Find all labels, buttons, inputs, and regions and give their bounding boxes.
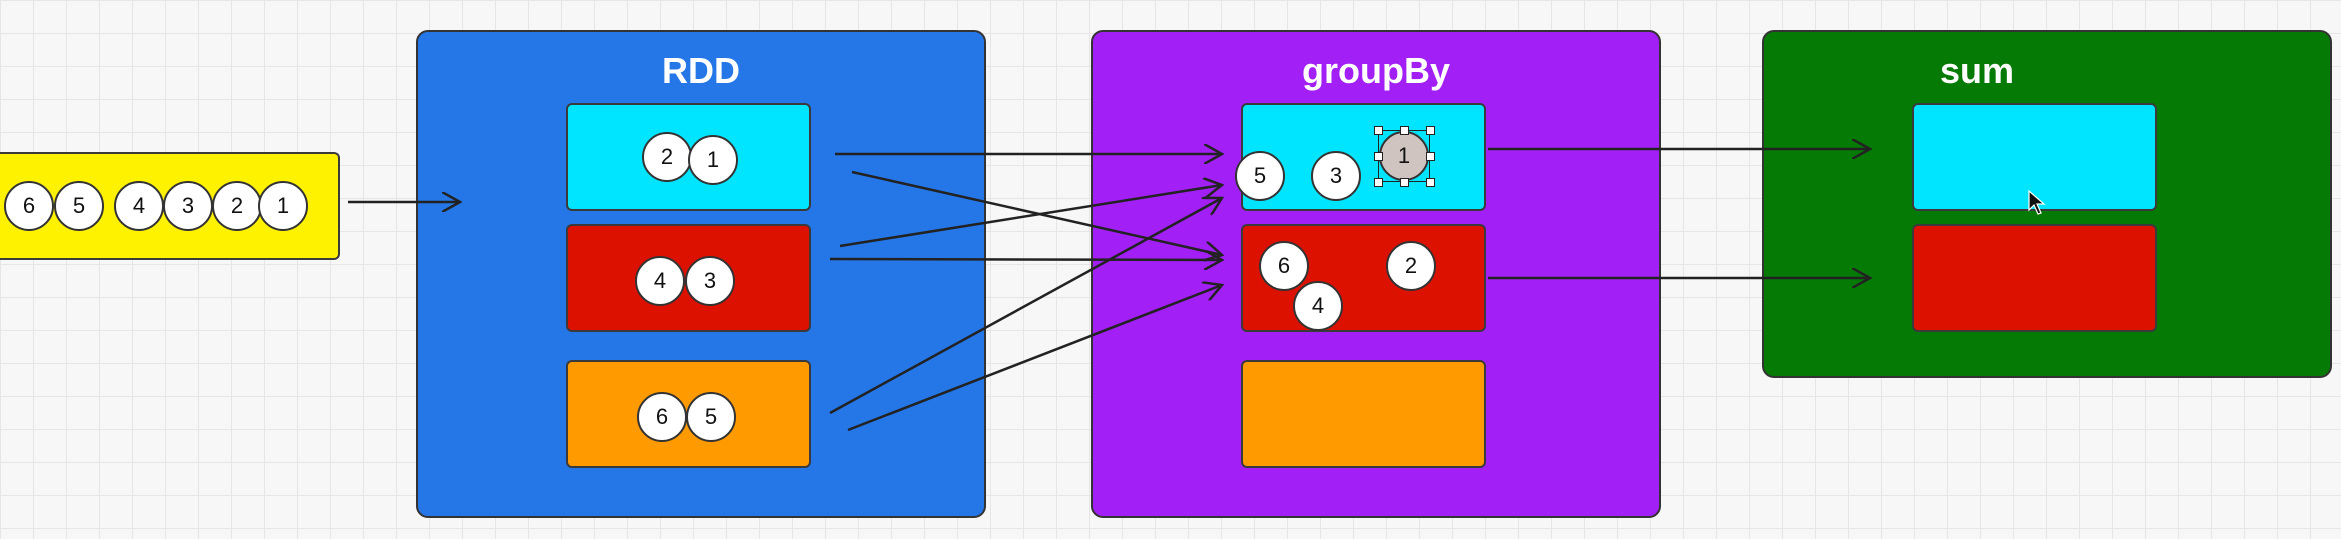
groupby-ball-6: 6 (1259, 241, 1309, 291)
resize-handle[interactable] (1426, 178, 1435, 187)
rdd-ball-5: 5 (686, 392, 736, 442)
rdd-ball-2: 2 (642, 132, 692, 182)
sum-title: sum (1939, 50, 2015, 91)
rdd-ball-4: 4 (635, 256, 685, 306)
input-ball-5: 5 (54, 181, 104, 231)
resize-handle[interactable] (1374, 126, 1383, 135)
rdd-title: RDD (662, 50, 740, 91)
groupby-ball-2: 2 (1386, 241, 1436, 291)
input-ball-2: 2 (212, 181, 262, 231)
resize-handle[interactable] (1374, 152, 1383, 161)
rdd-ball-3: 3 (685, 256, 735, 306)
resize-handle[interactable] (1400, 178, 1409, 187)
input-ball-1: 1 (258, 181, 308, 231)
groupby-ball-5: 5 (1235, 151, 1285, 201)
input-data-box[interactable]: 6 5 4 3 2 1 (0, 152, 340, 260)
resize-handle[interactable] (1426, 126, 1435, 135)
arrow-rdd-orange-to-groupby-red (847, 285, 1222, 432)
resize-handle[interactable] (1374, 178, 1383, 187)
arrow-rdd-red-to-groupby-cyan (839, 185, 1222, 248)
sum-partition-cyan[interactable] (1912, 103, 2157, 211)
rdd-ball-6: 6 (637, 392, 687, 442)
input-ball-6: 6 (4, 181, 54, 231)
groupby-ball-3: 3 (1311, 151, 1361, 201)
rdd-ball-1: 1 (688, 135, 738, 185)
groupby-ball-4: 4 (1293, 281, 1343, 331)
groupby-partition-cyan[interactable]: 5 3 1 (1235, 103, 1486, 211)
groupby-partition-orange[interactable] (1241, 360, 1486, 468)
resize-handle[interactable] (1400, 126, 1409, 135)
resize-handle[interactable] (1426, 152, 1435, 161)
input-ball-4: 4 (114, 181, 164, 231)
input-ball-3: 3 (163, 181, 213, 231)
rdd-partition-cyan[interactable]: 2 1 (566, 103, 811, 211)
groupby-ball-1-selected[interactable]: 1 (1379, 131, 1429, 181)
mouse-pointer-icon (2028, 190, 2046, 215)
rdd-partition-orange[interactable]: 6 5 (566, 360, 811, 468)
arrow-rdd-orange-to-groupby-cyan (829, 198, 1222, 415)
arrow-rdd-red-to-groupby-red (829, 259, 1222, 260)
sum-partition-red[interactable] (1912, 224, 2157, 332)
groupby-title: groupBy (1302, 50, 1450, 91)
groupby-partition-red[interactable]: 6 2 4 (1241, 224, 1486, 332)
rdd-partition-red[interactable]: 4 3 (566, 224, 811, 332)
